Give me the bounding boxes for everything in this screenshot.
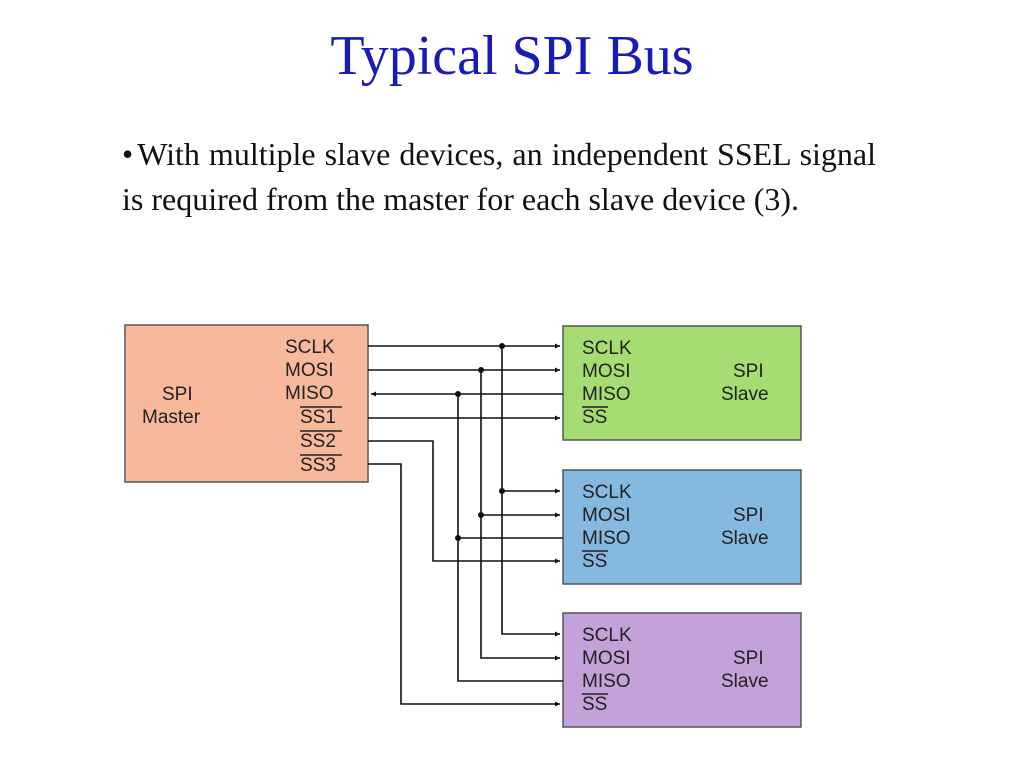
slave-3-pin-ss: SS: [582, 694, 607, 715]
junction-dot: [499, 343, 505, 349]
master-pin-ss1: SS1: [300, 407, 336, 428]
master-pin-ss2: SS2: [300, 431, 336, 452]
master-pin-sclk: SCLK: [285, 337, 335, 358]
spi-slave-3-box: [562, 612, 802, 728]
slave-1-pin-miso: MISO: [582, 384, 631, 405]
slave-1-pin-sclk: SCLK: [582, 338, 632, 359]
slave-1-pin-ss: SS: [582, 407, 607, 428]
master-pin-mosi: MOSI: [285, 360, 334, 381]
slave-2-pin-mosi: MOSI: [582, 505, 631, 526]
slave-2-pin-sclk: SCLK: [582, 482, 632, 503]
master-pin-ss3: SS3: [300, 455, 336, 476]
mosi-bus-vertical: [480, 370, 560, 661]
slave-3-pin-sclk: SCLK: [582, 625, 632, 646]
slave-2-pin-miso: MISO: [582, 528, 631, 549]
slave-3-label-line1: SPI: [733, 648, 764, 669]
bullet-paragraph: •With multiple slave devices, an indepen…: [122, 132, 876, 222]
junction-dot: [455, 535, 461, 541]
slave-3-label-line2: Slave: [721, 671, 769, 692]
junction-dot: [499, 488, 505, 494]
spi-slave-2-box: [562, 469, 802, 585]
bus-wires: [368, 343, 563, 707]
ss2-wire: [368, 440, 560, 564]
bullet-marker: •: [122, 136, 134, 172]
slave-3-pin-mosi: MOSI: [582, 648, 631, 669]
slave-1-label-line1: SPI: [733, 361, 764, 382]
slave-1-label-line2: Slave: [721, 384, 769, 405]
master-label-line1: SPI: [162, 384, 193, 405]
slave-2-label-line1: SPI: [733, 505, 764, 526]
spi-master-box: [124, 324, 369, 483]
spi-slave-1-box: [562, 325, 802, 441]
master-pin-miso: MISO: [285, 383, 334, 404]
ss3-wire: [368, 463, 560, 707]
slave-2-label-line2: Slave: [721, 528, 769, 549]
miso-bus-vertical: [457, 394, 563, 682]
slave-1-pin-mosi: MOSI: [582, 361, 631, 382]
slide-title: Typical SPI Bus: [330, 25, 694, 87]
master-label-line2: Master: [142, 407, 201, 428]
junction-dot: [455, 391, 461, 397]
slave-3-pin-miso: MISO: [582, 671, 631, 692]
sclk-bus-vertical: [501, 346, 560, 637]
bullet-text: With multiple slave devices, an independ…: [122, 136, 876, 217]
slave-2-pin-ss: SS: [582, 551, 607, 572]
junction-dot: [478, 367, 484, 373]
junction-dot: [478, 512, 484, 518]
junction-dots: [455, 343, 505, 541]
